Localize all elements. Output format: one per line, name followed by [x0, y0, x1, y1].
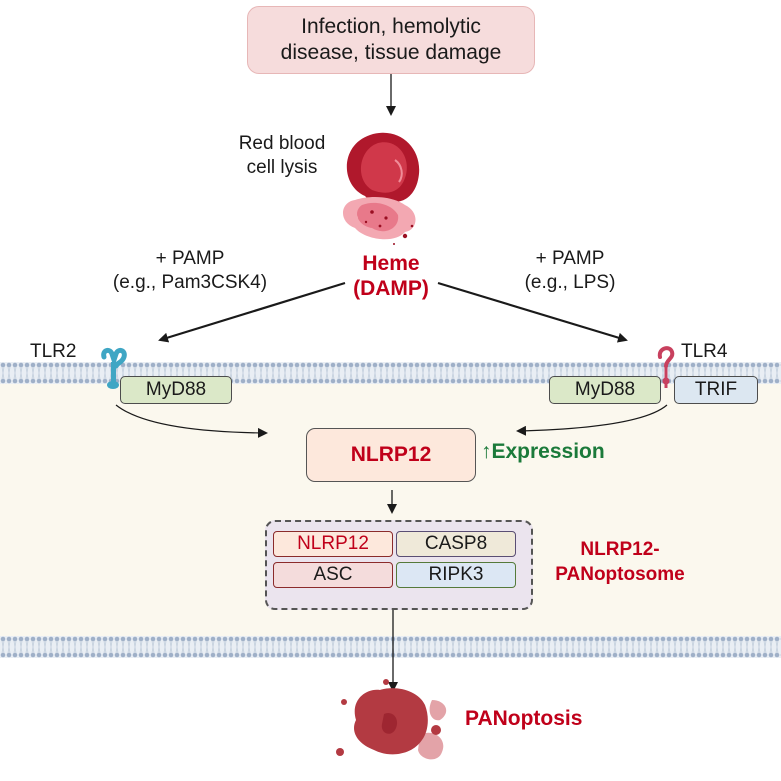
- arrow-heme-to-tlr4: [437, 281, 628, 343]
- trigger-box: Infection, hemolytic disease, tissue dam…: [247, 6, 535, 74]
- arrow-tlr4-to-nlrp12: [516, 404, 668, 436]
- rbc-label-line1: Red blood: [238, 133, 326, 154]
- right-pamp-label: + PAMP (e.g., LPS): [500, 247, 640, 295]
- right-pamp-line2: (e.g., LPS): [524, 272, 616, 293]
- dying-cell-icon: [336, 679, 447, 760]
- nlrp12-box: NLRP12: [306, 428, 476, 482]
- myd88-left-box: MyD88: [120, 376, 232, 404]
- trif-box: TRIF: [674, 376, 758, 404]
- rbc-label-line2: cell lysis: [246, 157, 318, 178]
- component-asc: ASC: [273, 562, 393, 588]
- rbc-lysis-label: Red blood cell lysis: [222, 132, 342, 180]
- tlr4-receptor-icon: [657, 346, 675, 388]
- panoptosome-label: NLRP12- PANoptosome: [555, 537, 685, 587]
- expression-text: Expression: [491, 440, 605, 463]
- trigger-text-line1: Infection, hemolytic: [301, 15, 481, 38]
- heme-line1: Heme: [362, 252, 420, 275]
- left-pamp-line1: + PAMP: [155, 248, 225, 269]
- left-pamp-label: + PAMP (e.g., Pam3CSK4): [90, 247, 290, 295]
- myd88-right-box: MyD88: [549, 376, 661, 404]
- tlr2-label: TLR2: [30, 341, 77, 362]
- heme-line2: (DAMP): [353, 277, 429, 300]
- up-arrow-icon: ↑: [481, 440, 492, 463]
- tlr4-label: TLR4: [681, 341, 728, 362]
- panoptosome-label-line1: NLRP12-: [580, 539, 660, 560]
- component-casp8: CASP8: [396, 531, 516, 557]
- tlr2-receptor-icon: [101, 347, 127, 389]
- panoptosome-label-line2: PANoptosome: [555, 564, 685, 585]
- left-pamp-line2: (e.g., Pam3CSK4): [112, 272, 268, 293]
- trigger-text-line2: disease, tissue damage: [280, 41, 502, 64]
- arrow-heme-to-tlr2: [158, 281, 346, 343]
- component-ripk3: RIPK3: [396, 562, 516, 588]
- plasma-membrane-bottom: [0, 636, 781, 658]
- red-blood-cell-lysis-icon: [342, 132, 420, 245]
- heme-damp-label: Heme (DAMP): [331, 251, 451, 301]
- right-pamp-line1: + PAMP: [535, 248, 605, 269]
- component-nlrp12: NLRP12: [273, 531, 393, 557]
- expression-label: ↑Expression: [481, 440, 605, 464]
- panoptosis-label: PANoptosis: [465, 707, 583, 730]
- arrow-myd88-left-to-nlrp12: [115, 404, 268, 438]
